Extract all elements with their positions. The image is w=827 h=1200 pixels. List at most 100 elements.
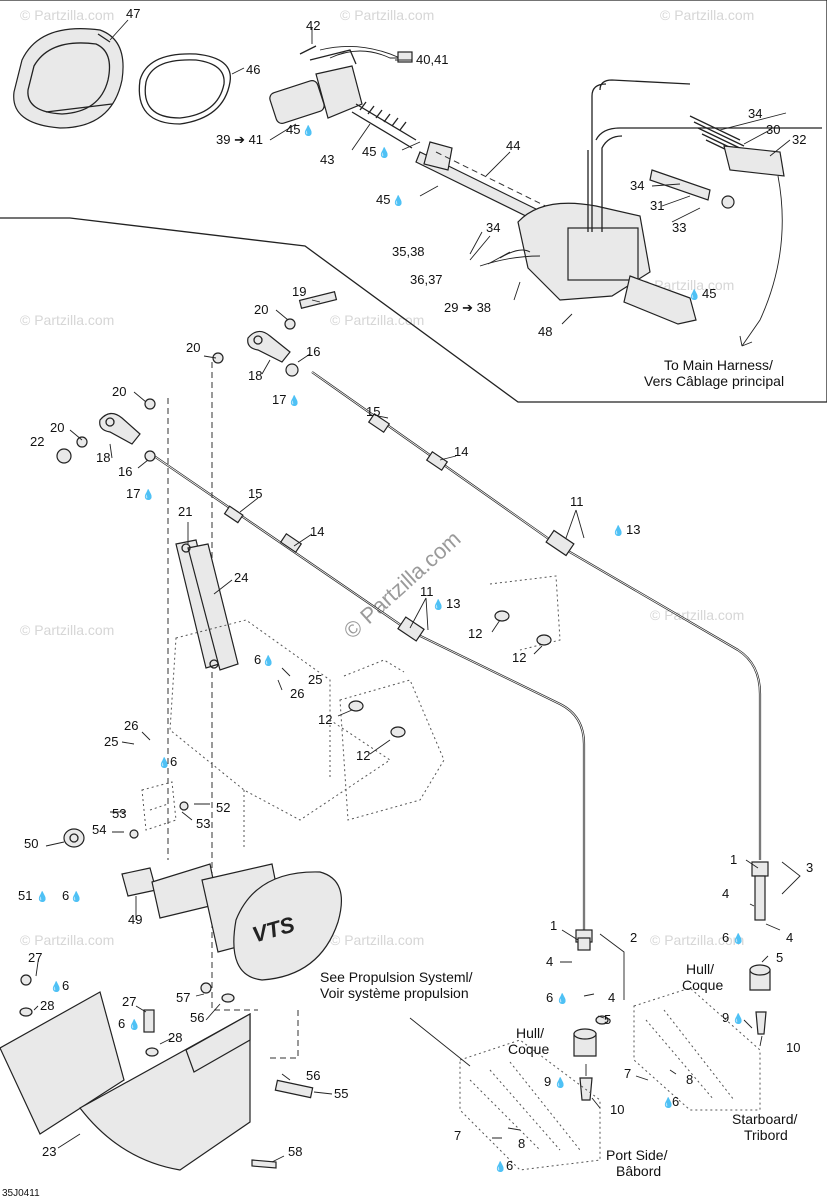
label-28a: 28 [40, 998, 54, 1013]
label-32: 32 [792, 132, 806, 147]
label-6g: 6 [506, 1158, 513, 1173]
label-29-38: 29 ➔ 38 [444, 300, 491, 315]
label-6b: 6 [170, 754, 177, 769]
watermark-tile: © Partzilla.com [650, 932, 744, 948]
label-57: 57 [176, 990, 190, 1005]
note-starboard-line1: Starboard/ [732, 1111, 797, 1127]
label-58: 58 [288, 1144, 302, 1159]
harness-route-arrow [739, 175, 783, 347]
port-nozzle-assembly [459, 937, 609, 1171]
drop-icon: 💧 [288, 394, 300, 407]
label-18b: 18 [96, 450, 110, 465]
label-24: 24 [234, 570, 248, 585]
note-hull-starboard-line1: Hull/ [686, 961, 714, 977]
note-hull-starboard-line2: Coque [682, 977, 723, 993]
label-49: 49 [128, 912, 142, 927]
drop-icon: 💧 [732, 932, 744, 945]
label-36-37: 36,37 [410, 272, 443, 287]
drop-icon: 💧 [392, 194, 404, 207]
label-11b: 11 [420, 584, 434, 599]
label-33: 33 [672, 220, 686, 235]
label-47: 47 [126, 6, 140, 21]
label-50: 50 [24, 836, 38, 851]
label-9b: 9 [722, 1010, 729, 1025]
mounting-bracket [0, 974, 314, 1171]
label-6c: 6 [62, 888, 69, 903]
drop-icon: 💧 [70, 890, 82, 903]
label-20d: 20 [50, 420, 64, 435]
label-6d: 6 [62, 978, 69, 993]
trim-actuator [479, 79, 822, 325]
label-46: 46 [246, 62, 260, 77]
inset-frame [0, 0, 827, 403]
drop-icon: 💧 [432, 598, 444, 611]
label-53b: 53 [196, 816, 210, 831]
label-27a: 27 [28, 950, 42, 965]
label-11a: 11 [570, 494, 584, 509]
label-22: 22 [30, 434, 44, 449]
note-port-side-line1: Port Side/ [606, 1147, 668, 1163]
gauge-gasket [138, 53, 231, 125]
brackets-53 [129, 781, 189, 839]
label-12b: 12 [512, 650, 526, 665]
drop-icon: 💧 [494, 1160, 506, 1173]
label-45b: 45 [362, 144, 376, 159]
label-5b: 5 [776, 950, 783, 965]
label-16b: 16 [118, 464, 132, 479]
harness-connector [649, 115, 785, 209]
note-propulsion-line1: See Propulsion Systeml/ [320, 969, 473, 985]
label-12a: 12 [468, 626, 482, 641]
label-48: 48 [538, 324, 552, 339]
rod-end-lower [56, 398, 156, 464]
label-17b: 17 [126, 486, 140, 501]
label-20b: 20 [186, 340, 200, 355]
notes: To Main Harness/ Vers Câblage principal … [2, 357, 797, 1199]
drop-icon: 💧 [36, 890, 48, 903]
note-starboard-line2: Tribord [744, 1127, 788, 1143]
drop-icons: 💧 💧 💧 💧 💧 💧 💧 💧 💧 💧 💧 💧 💧 💧 💧 💧 💧 💧 💧 💧 [36, 124, 744, 1173]
note-propulsion-line2: Voir système propulsion [320, 985, 469, 1001]
label-7b: 7 [624, 1066, 631, 1081]
label-45a: 45 [286, 122, 300, 137]
label-34b: 34 [630, 178, 644, 193]
label-20c: 20 [112, 384, 126, 399]
label-34c: 34 [486, 220, 500, 235]
drop-icon: 💧 [378, 146, 390, 159]
note-main-harness-line1: To Main Harness/ [664, 357, 773, 373]
label-15b: 15 [248, 486, 262, 501]
hull-bracket-dotted [169, 619, 445, 850]
watermark-tile: © Partzilla.com [660, 7, 754, 23]
label-30: 30 [766, 122, 780, 137]
label-21: 21 [178, 504, 192, 519]
label-42: 42 [306, 18, 320, 33]
label-25b: 25 [104, 734, 118, 749]
part-labels: 47 46 42 40,41 39 ➔ 41 45 43 45 45 44 34… [18, 6, 813, 1173]
leader-lines [33, 19, 801, 1163]
drop-icon: 💧 [262, 654, 274, 667]
label-34a: 34 [748, 106, 762, 121]
label-55: 55 [334, 1086, 348, 1101]
watermark-tile: © Partzilla.com [20, 622, 114, 638]
label-14b: 14 [310, 524, 324, 539]
label-4d: 4 [786, 930, 793, 945]
starboard-cable [311, 371, 762, 860]
drop-icon: 💧 [612, 524, 624, 537]
label-52: 52 [216, 800, 230, 815]
label-25a: 25 [308, 672, 322, 687]
note-hull-port-line1: Hull/ [516, 1025, 544, 1041]
label-8b: 8 [686, 1072, 693, 1087]
watermark-tile: © Partzilla.com [20, 932, 114, 948]
label-44: 44 [506, 138, 520, 153]
label-1a: 1 [550, 918, 557, 933]
steering-arm [175, 539, 239, 671]
label-15a: 15 [366, 404, 380, 419]
label-45c: 45 [376, 192, 390, 207]
label-14a: 14 [454, 444, 468, 459]
guide-line [343, 575, 561, 677]
label-12d: 12 [356, 748, 370, 763]
label-4b: 4 [608, 990, 615, 1005]
label-56b: 56 [306, 1068, 320, 1083]
drop-icon: 💧 [128, 1018, 140, 1031]
label-8a: 8 [518, 1136, 525, 1151]
